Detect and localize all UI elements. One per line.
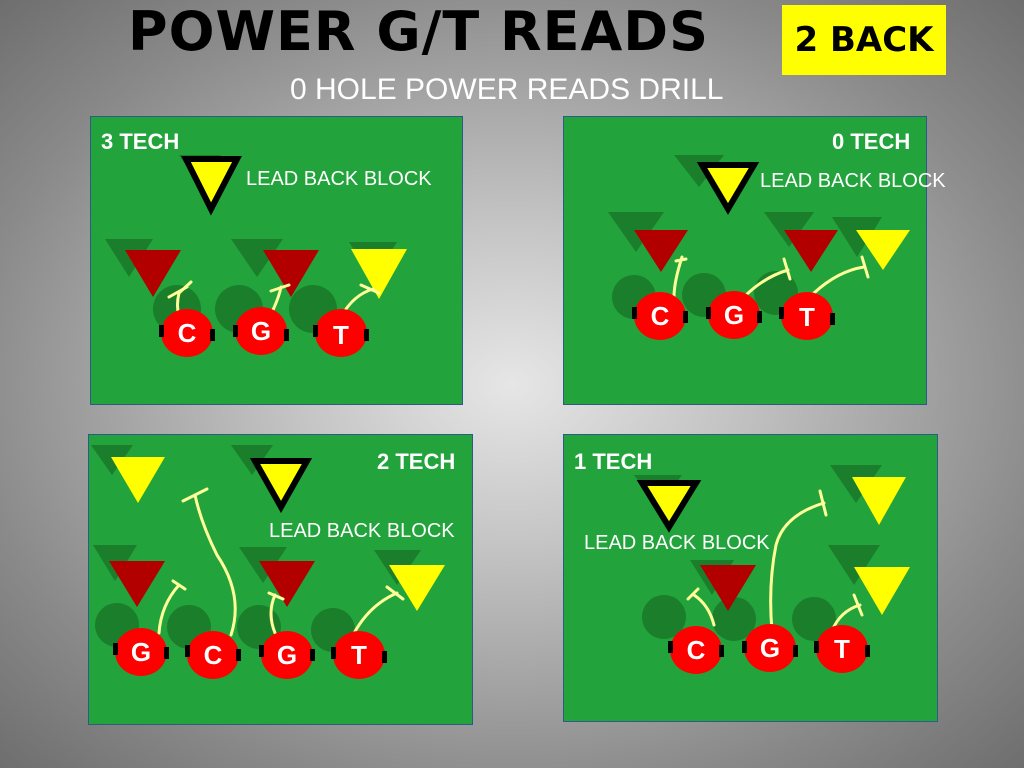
lineman-label: G [277,640,297,670]
play-diagram: 0 TECH LEAD BACK BLOCK C G T [608,129,946,340]
play-diagram: 3 TECH LEAD BACK BLOCK C G T [101,129,432,357]
lineman: T [814,625,870,673]
lead-back-label: LEAD BACK BLOCK [246,168,432,190]
lineman-label: T [333,320,349,350]
lineman: C [632,292,688,340]
lineman: G [706,291,762,339]
formation-badge: 2 BACK [782,5,946,75]
lineman: T [779,292,835,340]
defender-triangle-icon [259,561,315,607]
lineman: C [185,631,241,679]
lineman-label: T [834,634,850,664]
panel-2-tech: 2 TECH LEAD BACK BLOCK G C G [88,434,473,725]
panel-1-tech: 1 TECH LEAD BACK BLOCK C G T [563,434,938,722]
panel-3-tech: 3 TECH LEAD BACK BLOCK C G T [90,116,463,405]
technique-label: 2 TECH [377,449,455,474]
defender-triangle-icon [263,250,319,297]
lineman: T [313,309,369,357]
lineman-label: C [204,640,223,670]
lead-back-icon [636,480,702,533]
defender-triangle-icon [852,477,906,525]
lead-back-icon [249,458,313,514]
defender-triangle-icon [784,230,838,272]
lead-back-label: LEAD BACK BLOCK [760,170,946,192]
technique-label: 1 TECH [574,449,652,474]
lead-back-icon [181,156,242,216]
lineman-label: G [131,637,151,667]
block-paths [157,487,405,637]
block-paths [672,255,870,299]
lineman-label: C [651,301,670,331]
defender-triangle-icon [125,250,181,297]
page-subtitle: 0 HOLE POWER READS DRILL [290,73,724,106]
defender-triangle-icon [351,249,407,299]
lineman: G [742,624,798,672]
technique-label: 3 TECH [101,129,179,154]
defender-triangle-icon [109,561,165,607]
lineman-label: G [251,316,271,346]
lineman-label: T [799,302,815,332]
lineman: C [159,309,215,357]
lineman-label: T [351,640,367,670]
lineman-label: C [178,318,197,348]
technique-label: 0 TECH [832,129,910,154]
lead-back-label: LEAD BACK BLOCK [269,520,455,542]
page-title: POWER G/T READS [128,0,709,63]
lineman: G [259,631,315,679]
defender-triangle-icon [111,457,165,503]
defender-triangle-icon [854,567,910,615]
lineman: G [113,628,169,676]
lineman: C [668,626,724,674]
defender-triangle-icon [634,230,688,272]
defender-triangle-icon [389,565,445,611]
defender-triangle-icon [856,230,910,270]
panel-0-tech: 0 TECH LEAD BACK BLOCK C G T [563,116,946,405]
defender-triangle-icon [700,565,756,611]
lineman-label: G [760,633,780,663]
lead-back-label: LEAD BACK BLOCK [584,532,770,554]
lineman: G [233,307,289,355]
lineman-label: C [687,635,706,665]
lineman: T [331,631,387,679]
lead-back-icon [696,162,760,215]
play-diagram: 2 TECH LEAD BACK BLOCK G C G [91,445,455,679]
lineman-label: G [724,300,744,330]
play-diagram: 1 TECH LEAD BACK BLOCK C G T [574,449,910,674]
